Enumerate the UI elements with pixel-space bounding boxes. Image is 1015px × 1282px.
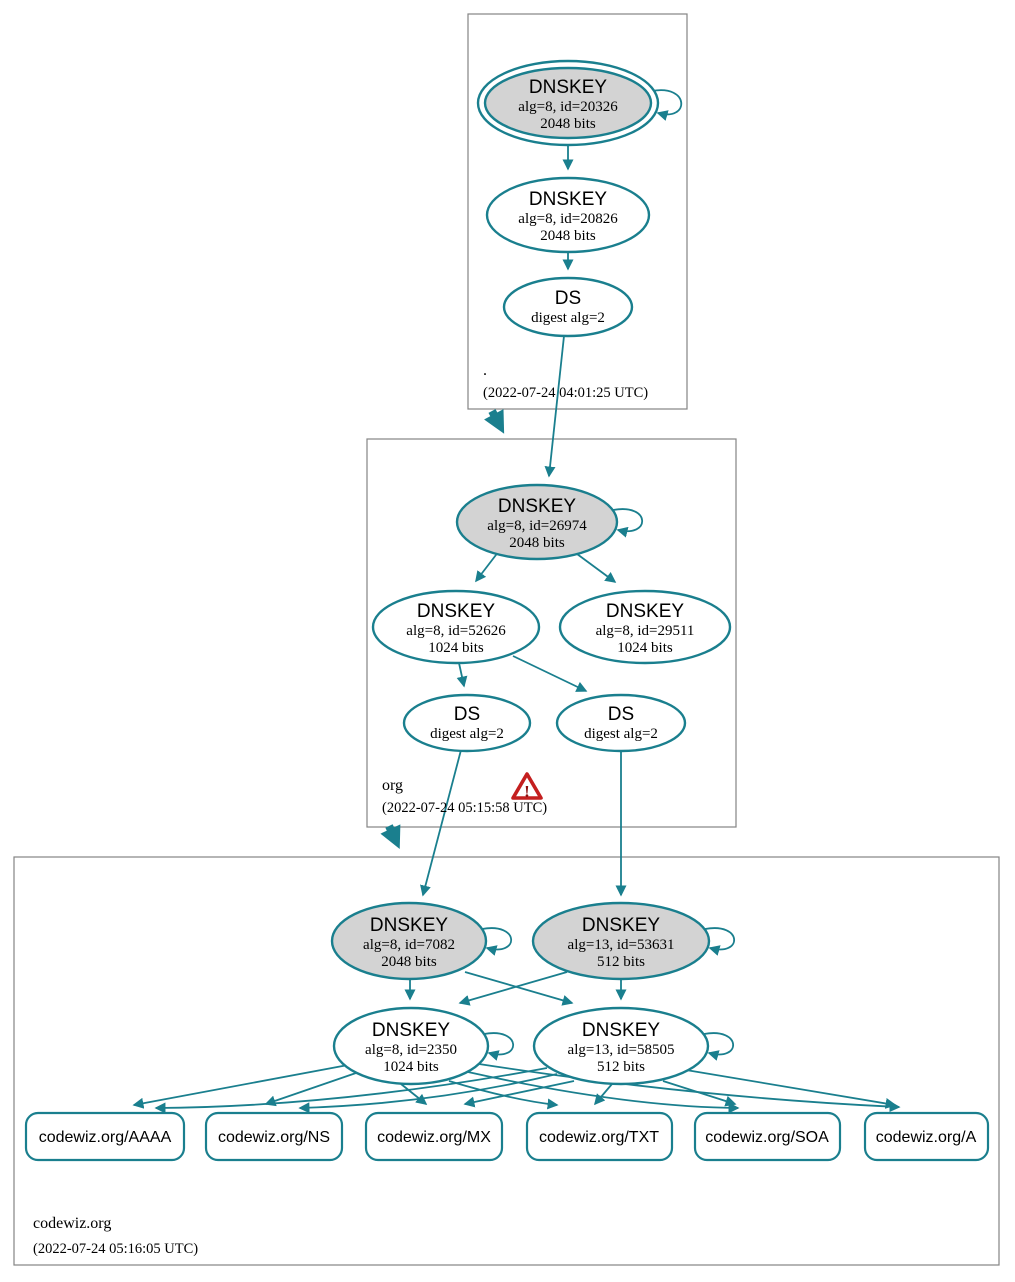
edge-root-ds-to-org-ksk	[544, 335, 565, 478]
edge-zsk2350-to-mx	[400, 1083, 428, 1105]
rrset-mx: codewiz.org/MX	[364, 1111, 504, 1162]
node-detail: digest alg=2	[430, 726, 504, 742]
node-cw-zsk-58505: DNSKEY alg=13, id=58505 512 bits	[532, 1006, 710, 1086]
node-detail: alg=13, id=53631	[568, 937, 675, 953]
edge-org-ksk-to-zsk52626	[475, 550, 500, 583]
edge-cw-ksk53631-to-zsk2350	[458, 971, 568, 1006]
rrset-label: codewiz.org/AAAA	[39, 1129, 172, 1146]
zone-label-root: .	[483, 362, 487, 379]
node-detail: 1024 bits	[617, 640, 673, 656]
zone-timestamp-codewiz: (2022-07-24 05:16:05 UTC)	[33, 1241, 198, 1257]
warning-triangle-icon: !	[511, 772, 543, 801]
zone-box-org	[366, 438, 737, 828]
edge-zsk58505-to-mx	[463, 1080, 575, 1108]
node-detail: digest alg=2	[531, 310, 605, 326]
edge-cw-zsk58505-selfsign	[703, 1032, 734, 1061]
edge-org-ksk-selfsign	[612, 508, 643, 538]
node-root-ksk-trust-anchor: DNSKEY alg=8, id=20326 2048 bits	[476, 59, 660, 147]
node-title: DNSKEY	[370, 915, 448, 936]
rrset-label: codewiz.org/A	[876, 1129, 977, 1146]
node-detail: alg=8, id=26974	[487, 518, 587, 534]
node-title: DNSKEY	[417, 601, 495, 622]
edge-org-delegation-codewiz	[380, 824, 401, 849]
rrset-label: codewiz.org/SOA	[705, 1129, 829, 1146]
zone-box-codewiz	[13, 856, 1000, 1266]
rrset-ns: codewiz.org/NS	[204, 1111, 344, 1162]
edge-zsk2350-to-soa	[467, 1071, 740, 1114]
zone-timestamp-root: (2022-07-24 04:01:25 UTC)	[483, 385, 648, 401]
node-detail: alg=8, id=2350	[365, 1042, 457, 1058]
rrset-txt: codewiz.org/TXT	[525, 1111, 674, 1162]
node-title: DS	[608, 704, 634, 725]
node-title: DNSKEY	[372, 1020, 450, 1041]
edge-root-delegation-org	[484, 409, 505, 434]
edge-zsk58505-to-ns	[298, 1073, 558, 1114]
node-org-ds-left: DS digest alg=2	[402, 693, 532, 753]
node-detail: 2048 bits	[381, 954, 437, 970]
edge-zsk58505-to-a	[685, 1069, 897, 1109]
node-detail: alg=13, id=58505	[568, 1042, 675, 1058]
edge-cw-ksk7082-to-zsk58505	[464, 971, 574, 1006]
node-detail: alg=8, id=7082	[363, 937, 455, 953]
edge-zsk2350-to-ns	[264, 1072, 357, 1107]
edge-zsk2350-to-aaaa	[132, 1064, 349, 1109]
edge-org-zsk-to-ds-left	[456, 662, 468, 688]
node-cw-zsk-2350: DNSKEY alg=8, id=2350 1024 bits	[332, 1006, 490, 1086]
node-detail: 2048 bits	[540, 228, 596, 244]
rrset-a: codewiz.org/A	[863, 1111, 990, 1162]
rrset-label: codewiz.org/MX	[377, 1129, 491, 1146]
node-detail: 2048 bits	[509, 535, 565, 551]
node-detail: 1024 bits	[428, 640, 484, 656]
zone-timestamp-org: (2022-07-24 05:15:58 UTC)	[382, 800, 547, 816]
node-detail: alg=8, id=29511	[596, 623, 695, 639]
node-title: DNSKEY	[498, 496, 576, 517]
rrset-label: codewiz.org/NS	[218, 1129, 330, 1146]
node-title: DNSKEY	[582, 1020, 660, 1041]
node-detail: digest alg=2	[584, 726, 658, 742]
warning-exclamation: !	[524, 782, 530, 801]
edge-org-ds-to-cw-ksk7082	[420, 749, 462, 897]
zone-box-root	[467, 13, 688, 410]
node-detail: 512 bits	[597, 1059, 645, 1075]
node-detail: alg=8, id=52626	[406, 623, 506, 639]
node-detail: 1024 bits	[383, 1059, 439, 1075]
node-detail: 512 bits	[597, 954, 645, 970]
zone-label-org: org	[382, 777, 403, 794]
zone-label-codewiz: codewiz.org	[33, 1215, 111, 1232]
node-org-zsk-52626: DNSKEY alg=8, id=52626 1024 bits	[371, 589, 541, 665]
edge-zsk58505-to-aaaa	[154, 1067, 548, 1114]
node-title: DNSKEY	[529, 77, 607, 98]
node-title: DS	[454, 704, 480, 725]
edge-org-ksk-to-zsk29511	[572, 550, 617, 583]
edge-zsk58505-to-soa	[662, 1080, 737, 1107]
node-root-ds: DS digest alg=2	[502, 276, 634, 338]
node-title: DNSKEY	[606, 601, 684, 622]
node-title: DNSKEY	[582, 915, 660, 936]
node-org-zsk-29511: DNSKEY alg=8, id=29511 1024 bits	[558, 589, 732, 665]
node-root-zsk: DNSKEY alg=8, id=20826 2048 bits	[485, 176, 651, 254]
edge-cw-zsk2350-selfsign	[483, 1032, 514, 1061]
node-cw-ksk-7082: DNSKEY alg=8, id=7082 2048 bits	[330, 901, 488, 981]
node-org-ksk: DNSKEY alg=8, id=26974 2048 bits	[455, 483, 619, 561]
rrset-aaaa: codewiz.org/AAAA	[24, 1111, 186, 1162]
node-title: DS	[555, 288, 581, 309]
edge-zsk58505-to-txt	[594, 1083, 613, 1106]
edge-cw-ksk53631-selfsign	[704, 927, 735, 956]
rrset-label: codewiz.org/TXT	[539, 1129, 659, 1146]
node-title: DNSKEY	[529, 189, 607, 210]
node-cw-ksk-53631: DNSKEY alg=13, id=53631 512 bits	[531, 901, 711, 981]
edge-cw-ksk7082-selfsign	[481, 927, 512, 956]
edge-root-ksk-selfsign	[651, 89, 683, 121]
edge-org-zsk-to-ds-right	[512, 655, 588, 692]
node-detail: 2048 bits	[540, 116, 596, 132]
node-detail: alg=8, id=20326	[518, 99, 618, 115]
rrset-soa: codewiz.org/SOA	[693, 1111, 842, 1162]
node-org-ds-right: DS digest alg=2	[555, 693, 687, 753]
node-detail: alg=8, id=20826	[518, 211, 618, 227]
edge-zsk2350-to-txt	[448, 1080, 559, 1110]
